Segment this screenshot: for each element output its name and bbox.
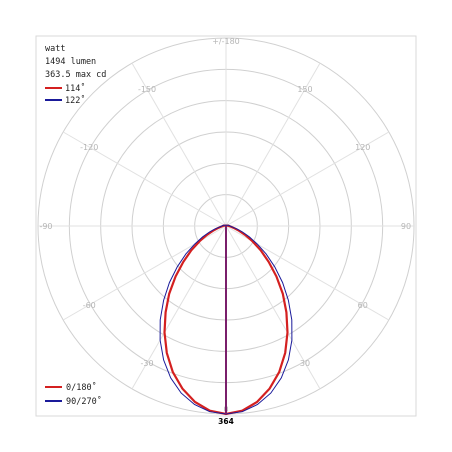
bottom-legend-label-0-180: 0/180˚ <box>66 382 97 393</box>
chart-frame <box>35 35 417 417</box>
angle-label: -30 <box>141 359 154 368</box>
angle-label: 150 <box>297 85 312 94</box>
series-curve-90-270 <box>159 224 293 415</box>
angle-label: -150 <box>138 85 156 94</box>
top-legend-label-122: 122˚ <box>65 95 85 106</box>
bottom-legend-label-90-270: 90/270˚ <box>66 396 102 407</box>
max-value-label: 364 <box>218 417 234 426</box>
grid-spoke <box>225 131 390 227</box>
angle-label: 120 <box>355 143 370 152</box>
grid-spoke <box>225 225 321 390</box>
angle-label: 30 <box>300 359 310 368</box>
series-layer <box>159 224 293 416</box>
angle-label: 90 <box>401 222 411 231</box>
top-legend-label-114: 114˚ <box>65 83 85 94</box>
grid-spoke <box>131 225 227 390</box>
angle-label: -90 <box>39 222 52 231</box>
grid-spoke <box>62 131 227 227</box>
grid-spoke <box>225 62 321 227</box>
angle-label: +/-180 <box>212 37 240 46</box>
info-watt: watt <box>45 44 65 54</box>
angle-label: 60 <box>358 301 368 310</box>
grid-spoke <box>131 62 227 227</box>
info-max-cd: 363.5 max cd <box>45 70 106 80</box>
angle-label: -60 <box>83 301 96 310</box>
angle-label: -120 <box>80 143 98 152</box>
info-lumen: 1494 lumen <box>45 57 96 67</box>
